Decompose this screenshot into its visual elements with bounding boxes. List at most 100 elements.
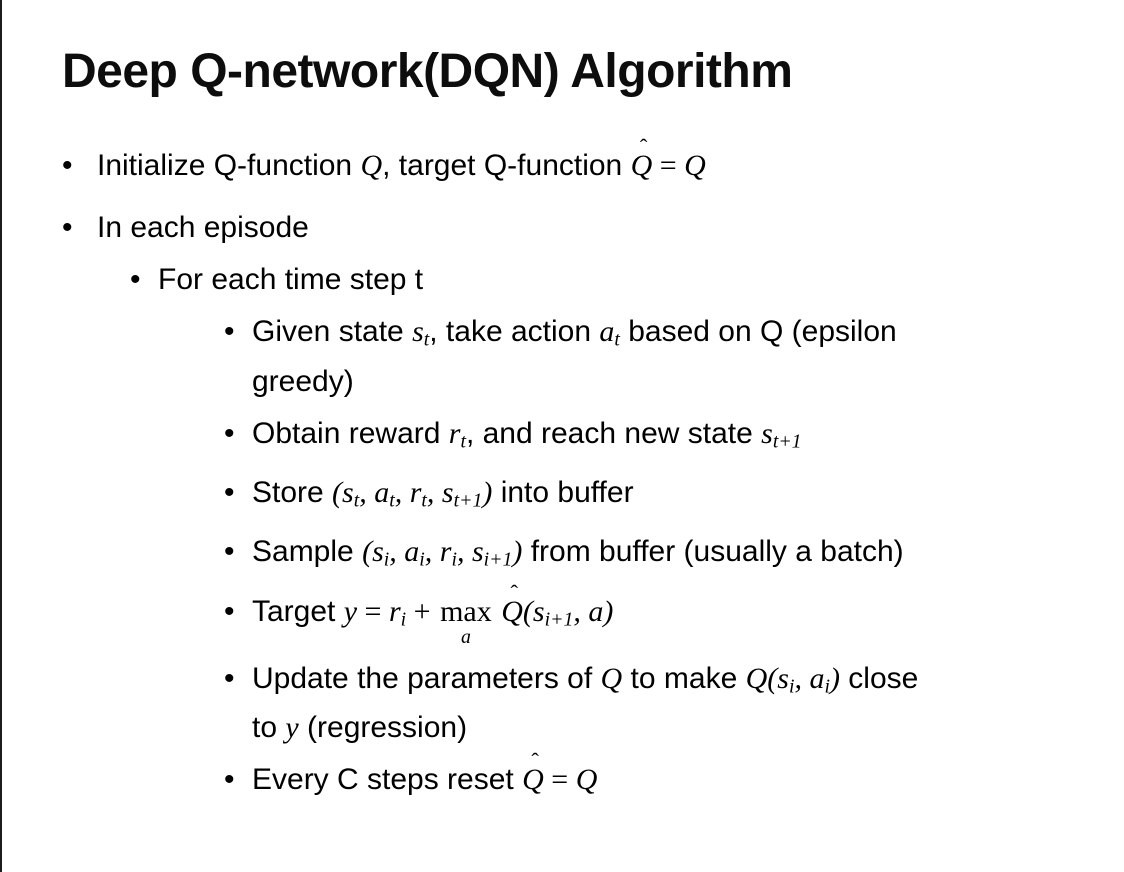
bullet-line: Sample (si, ai, ri, si+1) from buffer (u… [252, 531, 1124, 580]
math-variable: s [412, 315, 424, 349]
text-segment: , target Q-function [382, 149, 631, 183]
math-variable: a [404, 535, 420, 569]
math-variable: , [794, 661, 810, 695]
text-segment: Obtain reward [252, 416, 449, 450]
bullet-text: Sample (si, ai, ri, si+1) from buffer (u… [252, 531, 1124, 580]
bullet-item-level1: •Initialize Q-function Q, target Q-funct… [62, 134, 1124, 187]
bullet-item-level3: • Store (st, at, rt, st+1) into buffer [224, 472, 1124, 521]
bullet-item-level1: • In each episode [62, 207, 1124, 249]
text-segment: , take action [429, 315, 600, 349]
bullet-line: For each time step t [158, 259, 1124, 301]
bullet-icon: • [62, 211, 73, 245]
math-subscript: t+1 [772, 429, 802, 452]
math-subscript: t [353, 489, 360, 512]
math-variable: y [285, 711, 299, 745]
text-segment: , and reach new state [465, 416, 762, 450]
math-subscript: i [788, 675, 795, 698]
math-subscript: t [421, 489, 427, 512]
math-variable: r [439, 535, 452, 569]
math-variable: , [424, 535, 440, 569]
math-variable: , [456, 535, 472, 569]
math-variable: ( [332, 475, 343, 509]
bullet-icon: • [224, 594, 235, 628]
hat-accent: ˆ [510, 579, 518, 605]
bullet-text: Store (st, at, rt, st+1) into buffer [252, 472, 1124, 521]
math-subscript: i [451, 548, 457, 571]
text-segment: based on Q (epsilon [619, 315, 897, 349]
text-segment: In each episode [97, 211, 309, 245]
max-label: max [440, 594, 492, 628]
bullet-line: greedy) [252, 361, 1124, 403]
text-segment: Store [252, 475, 333, 509]
bullet-text: For each time step t [158, 259, 1124, 301]
math-subscript: i [419, 548, 425, 571]
text-segment: from buffer (usually a batch) [522, 535, 904, 569]
text-segment: greedy) [252, 364, 354, 398]
bullet-line: Initialize Q-function Q, target Q-functi… [97, 134, 1124, 187]
math-variable: Q [745, 661, 768, 695]
math-variable: s [342, 475, 354, 509]
math-operator: = [357, 594, 389, 628]
math-subscript: i [824, 675, 830, 698]
bullet-icon: • [224, 661, 235, 695]
math-subscript: t+1 [453, 489, 483, 512]
bullet-item-level3: • Sample (si, ai, ri, si+1) from buffer (… [224, 531, 1124, 580]
math-operator [494, 595, 502, 628]
bullet-text: Given state st, take action at based on … [252, 311, 1124, 402]
bullet-icon: • [224, 416, 235, 450]
bullet-line: Store (st, at, rt, st+1) into buffer [252, 472, 1124, 521]
bullet-item-level3: •Obtain reward rt, and reach new state s… [224, 413, 1124, 462]
math-variable: Q [684, 149, 706, 183]
math-variable: Q [360, 149, 383, 183]
math-variable: a [809, 661, 825, 695]
math-variable: ) [603, 594, 614, 628]
math-variable: ) [829, 661, 840, 695]
math-variable: , [389, 535, 405, 569]
slide-left-edge-line [0, 0, 2, 872]
bullet-item-level3: • Update the parameters of Q to make Q(si… [224, 658, 1124, 749]
bullet-text: Initialize Q-function Q, target Q-functi… [97, 134, 1124, 187]
bullet-line: Update the parameters of Q to make Q(si,… [252, 658, 1124, 707]
hat-accent: ˆ [639, 134, 648, 160]
math-variable: ( [767, 661, 778, 695]
math-variable: s [777, 661, 789, 695]
math-variable: y [343, 594, 358, 628]
hat-accent: ˆ [531, 748, 539, 774]
text-segment: Target [252, 594, 344, 628]
math-variable: a [588, 594, 604, 628]
bullet-icon: • [130, 263, 141, 297]
math-operator: + [406, 594, 439, 628]
math-variable: s [441, 475, 454, 509]
bullet-icon: • [62, 149, 73, 183]
bullet-line: Given state st, take action at based on … [252, 311, 1124, 360]
math-variable: a [374, 475, 390, 509]
text-segment: into buffer [492, 475, 634, 509]
bullet-list: •Initialize Q-function Q, target Q-funct… [0, 134, 1124, 801]
math-variable: r [388, 594, 401, 628]
text-segment: to [252, 711, 286, 745]
math-variable: Q [600, 661, 623, 695]
math-subscript: i+1 [544, 607, 574, 630]
text-segment: Given state [252, 315, 413, 349]
max-underscript: a [460, 626, 471, 649]
bullet-icon: • [224, 475, 235, 509]
bullet-icon: • [224, 315, 235, 349]
text-segment: Initialize Q-function [97, 149, 361, 183]
bullet-line: In each episode [97, 207, 1124, 249]
slide-title: Deep Q-network(DQN) Algorithm [62, 45, 793, 98]
math-variable: , [359, 475, 375, 509]
math-variable: r [448, 416, 461, 450]
bullet-icon: • [224, 535, 235, 569]
math-subscript: i [383, 548, 390, 571]
math-variable: ) [512, 535, 523, 569]
math-variable: ( [522, 594, 533, 628]
math-variable: r [409, 475, 422, 509]
text-segment: Every C steps reset [252, 763, 523, 797]
